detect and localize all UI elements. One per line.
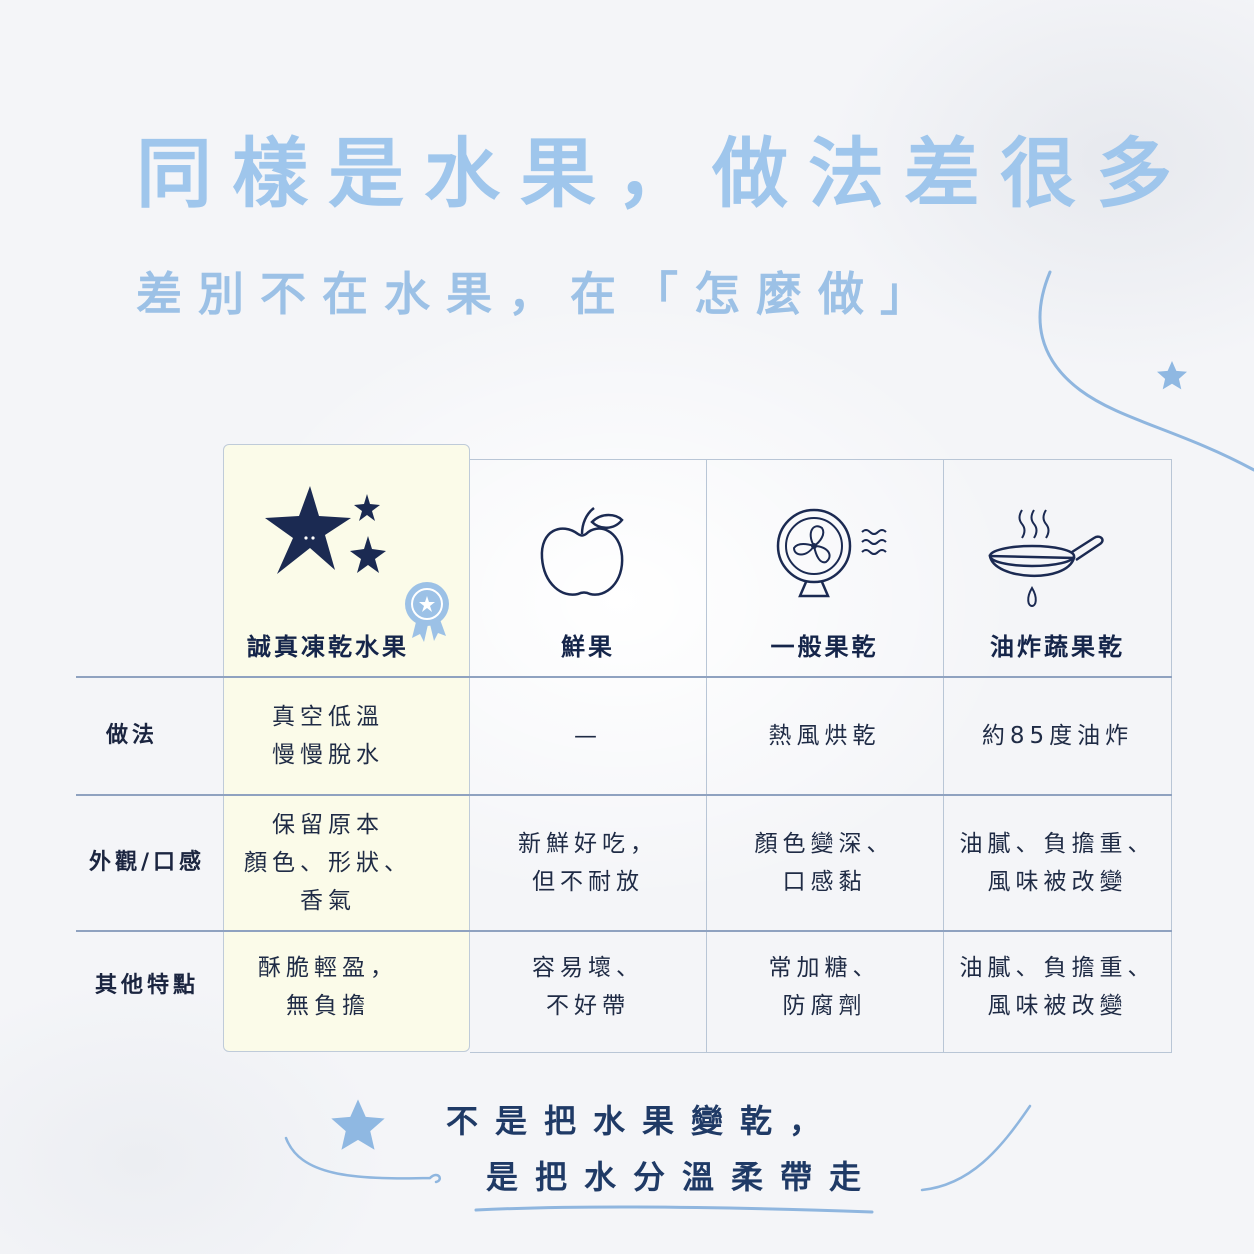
column-header-dried: 一般果乾 [770, 632, 879, 661]
page-title: 同樣是水果，做法差很多 [136, 129, 1192, 218]
row-header-features: 其他特點 [94, 973, 199, 998]
row-divider [76, 794, 1172, 796]
table-cell: 真空低溫慢慢脫水 [272, 703, 384, 768]
row-header-method: 做法 [105, 722, 158, 748]
table-cell: 保留原本顏色、形狀、香氣 [244, 811, 412, 914]
table-cell: 顏色變深、口感黏 [754, 830, 895, 895]
table-cell: 新鮮好吃，但不耐放 [518, 830, 658, 895]
column-header-fried: 油炸蔬果乾 [990, 632, 1125, 661]
table-cell: 常加糖、防腐劑 [768, 955, 881, 1019]
column-divider [943, 459, 944, 1053]
row-header-texture: 外觀/口感 [88, 849, 206, 875]
table-cell: 酥脆輕盈，無負擔 [258, 955, 398, 1019]
table-cell: 容易壞、不好帶 [532, 955, 644, 1019]
frying-pan-icon [988, 509, 1104, 608]
row-divider [76, 930, 1172, 932]
award-badge-icon [405, 582, 449, 642]
column-divider [706, 459, 707, 1053]
table-cell: 油膩、負擔重、風味被改變 [959, 955, 1156, 1019]
highlight-column [223, 444, 470, 1052]
table-cell: 油膩、負擔重、風味被改變 [959, 830, 1156, 895]
table-cell: 約85度油炸 [981, 722, 1134, 749]
row-divider [76, 676, 1172, 678]
fan-icon [776, 508, 887, 598]
table-cell: — [574, 722, 602, 749]
page-subtitle: 差別不在水果，在「怎麼做」 [136, 267, 942, 321]
star-icon [331, 1099, 385, 1150]
table-cell: 熱風烘乾 [768, 722, 881, 749]
star-icon [1157, 361, 1187, 390]
footer-line-2: 是把水分溫柔帶走 [486, 1158, 879, 1196]
column-header-fresh: 鮮果 [561, 632, 615, 661]
stars-icon [265, 486, 386, 574]
apple-icon [540, 507, 624, 596]
table-grid [470, 459, 1172, 1053]
footer-line-1: 不是把水果變乾， [446, 1102, 839, 1140]
column-header-freeze-dried: 誠真凍乾水果 [247, 632, 409, 661]
